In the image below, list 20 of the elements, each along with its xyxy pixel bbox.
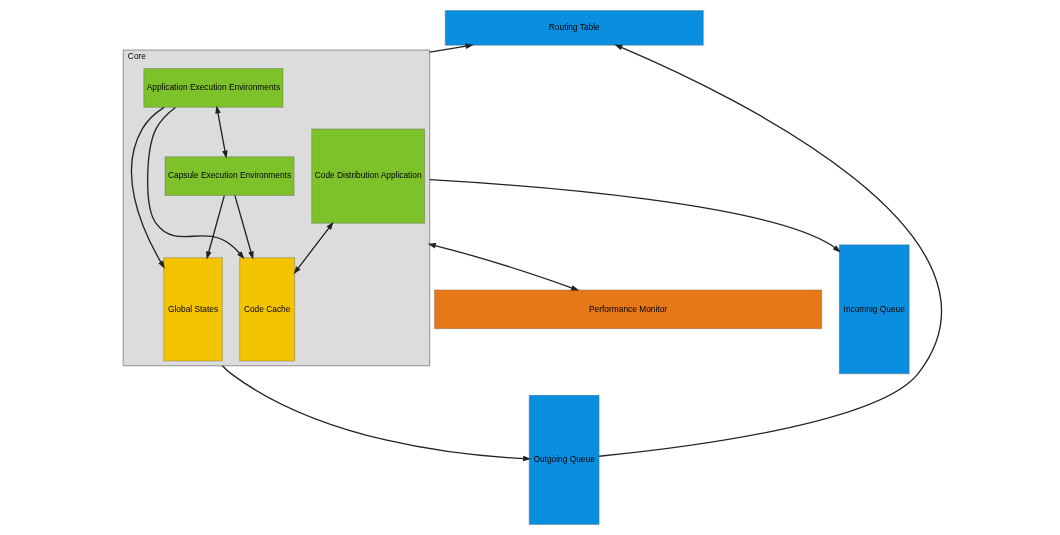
arrow: [206, 194, 225, 260]
node-box: Outgoing Queue: [529, 395, 600, 525]
node-box: Application Execution Environments: [143, 68, 284, 108]
arrow: [215, 105, 228, 159]
node-box: Performance Monitor: [434, 289, 822, 329]
arrow: [221, 365, 532, 462]
node-box: Code Cache: [239, 257, 295, 362]
node-box: Routing Table: [445, 10, 704, 46]
arrow: [429, 179, 841, 253]
arrow: [130, 106, 165, 269]
arrow: [598, 44, 943, 457]
arrow: [147, 106, 245, 260]
arrow: [427, 242, 580, 291]
arrow: [234, 194, 254, 260]
node-box: Global States: [163, 257, 223, 362]
arrow: [293, 221, 334, 275]
node-box: Capsule Execution Environments: [164, 156, 295, 196]
node-box: Incomnig Queue: [839, 244, 910, 375]
arrow: [429, 43, 474, 53]
node-box: Code Distribution Application: [311, 128, 425, 224]
